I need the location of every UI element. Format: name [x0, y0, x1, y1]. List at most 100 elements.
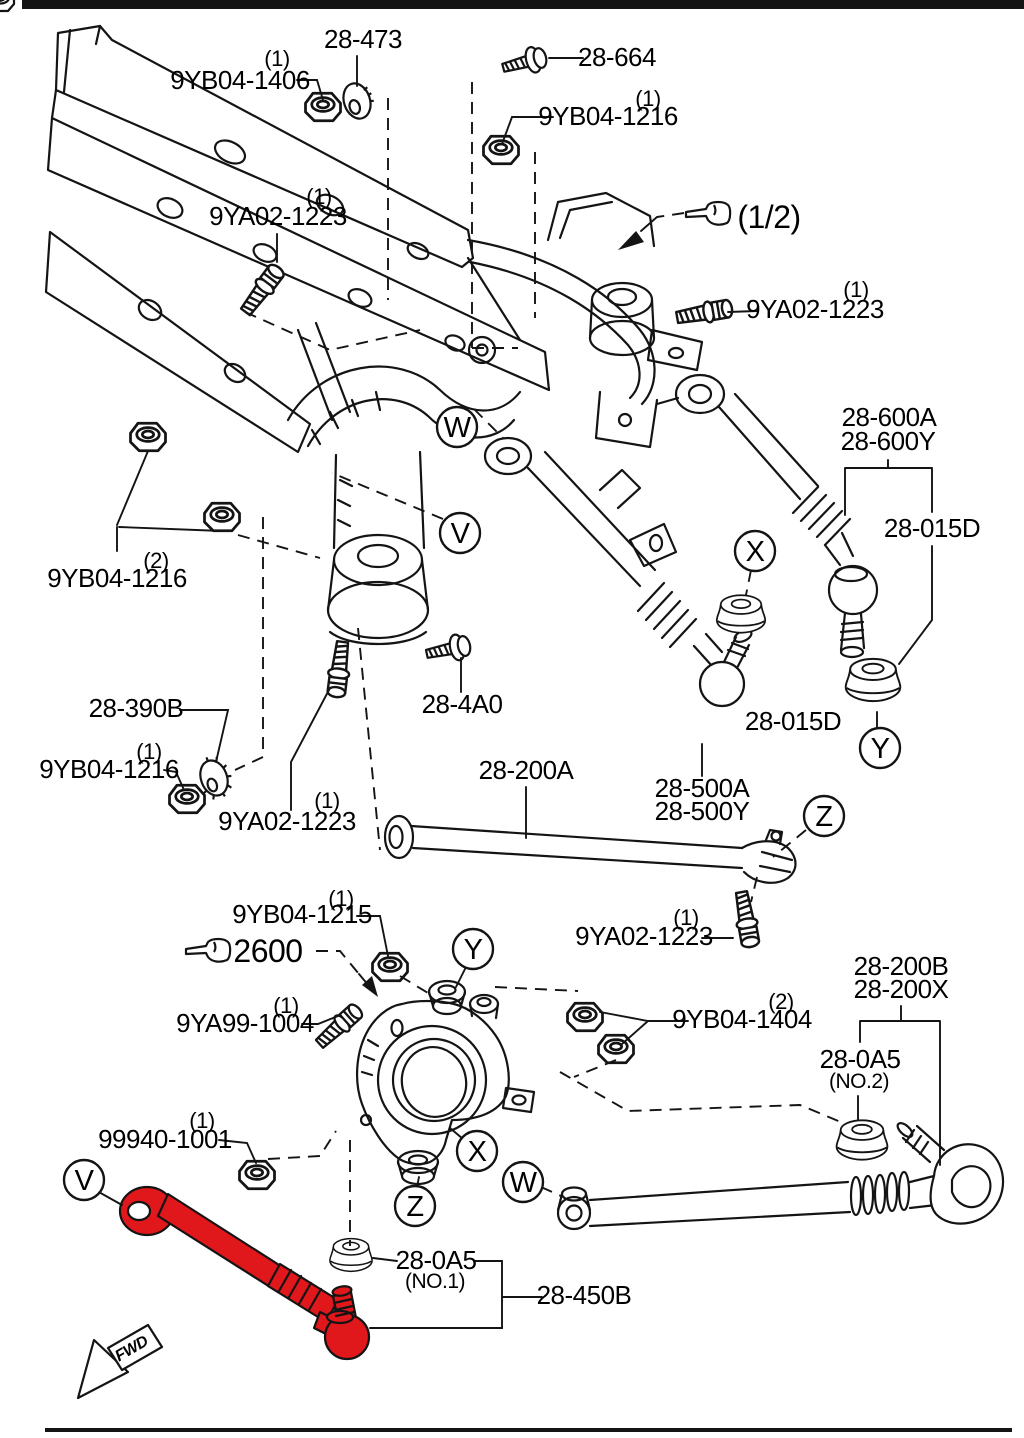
- label-28-473[interactable]: 28-473: [324, 24, 402, 54]
- callout-z-knuckle[interactable]: Z: [393, 1184, 437, 1228]
- label-9ya99-1004[interactable]: (1) 9YA99-1004: [176, 993, 314, 1038]
- svg-text:28-0A5[interactable]: 28-0A5: [820, 1044, 901, 1074]
- svg-text:9YB04-1404[interactable]: 9YB04-1404: [672, 1004, 812, 1034]
- svg-text:V: V: [75, 1165, 95, 1197]
- svg-text:28-200B[interactable]: 28-200B: [854, 951, 949, 981]
- view-reference-2600[interactable]: 2600: [184, 933, 303, 969]
- svg-text:9YB04-1216[interactable]: 9YB04-1216: [39, 754, 179, 784]
- callout-z-upper[interactable]: Z: [802, 794, 846, 838]
- label-28-0a5-no1[interactable]: 28-0A5 (NO.1): [396, 1245, 477, 1293]
- fwd-direction-arrow: FWD: [76, 1323, 164, 1400]
- svg-text:28-450B[interactable]: 28-450B: [537, 1280, 632, 1310]
- svg-text:28-473[interactable]: 28-473: [324, 24, 402, 54]
- svg-text:W: W: [444, 412, 472, 444]
- label-28-664[interactable]: 28-664: [578, 42, 656, 72]
- svg-text:28-600Y[interactable]: 28-600Y: [841, 426, 936, 456]
- label-9yb04-1216-mid[interactable]: (2) 9YB04-1216: [47, 548, 187, 593]
- bolt-9ya02-1223-left: [235, 260, 289, 320]
- svg-text:(1): (1): [189, 1108, 214, 1133]
- callout-w-lower[interactable]: W: [501, 1160, 545, 1204]
- callout-x-knuckle[interactable]: X: [455, 1129, 499, 1173]
- svg-text:(1): (1): [635, 86, 660, 111]
- svg-text:9YA99-1004[interactable]: 9YA99-1004: [176, 1008, 314, 1038]
- part-labels: 28-473 (1) 9YB04-1406 28-664 (1) 9YB04-1…: [39, 24, 980, 1310]
- svg-text:(1): (1): [273, 993, 298, 1018]
- svg-text:(1): (1): [306, 184, 331, 209]
- nut-9yb04-1216-mid-2: [203, 501, 241, 533]
- svg-text:28-200X[interactable]: 28-200X: [854, 974, 949, 1004]
- callout-v-lower[interactable]: V: [62, 1158, 106, 1202]
- label-28-015d-left[interactable]: 28-015D: [745, 706, 842, 736]
- svg-text:99940-1001[interactable]: 99940-1001: [98, 1124, 232, 1154]
- rear-subframe-drawing: [44, 24, 704, 646]
- svg-text:(1): (1): [314, 788, 339, 813]
- svg-text:28-500Y[interactable]: 28-500Y: [655, 796, 750, 826]
- callout-y-knuckle[interactable]: Y: [451, 927, 495, 971]
- pointing-hand-icon: [684, 200, 732, 226]
- page-bottom-border: [45, 1428, 1012, 1432]
- ref-arrowhead-2: [362, 976, 378, 997]
- svg-text:28-0A5[interactable]: 28-0A5: [396, 1245, 477, 1275]
- bolt-9ya99-1004: [311, 999, 367, 1053]
- label-9yb04-1406[interactable]: (1) 9YB04-1406: [170, 46, 310, 95]
- label-28-4a0[interactable]: 28-4A0: [422, 689, 503, 719]
- label-28-200a[interactable]: 28-200A: [479, 755, 575, 785]
- callout-circles: W V X Y Z Y X Z W V: [62, 405, 902, 1228]
- label-9yb04-1216-low[interactable]: (1) 9YB04-1216: [39, 739, 179, 784]
- label-9ya02-1223-mid[interactable]: (1) 9YA02-1223: [218, 788, 356, 836]
- svg-text:2600[interactable]: 2600: [233, 933, 303, 969]
- svg-text:28-500A[interactable]: 28-500A: [655, 773, 751, 803]
- label-28-015d-right[interactable]: 28-015D: [884, 513, 981, 543]
- svg-text:Y: Y: [871, 733, 890, 765]
- highlighted-lateral-link-28-450b[interactable]: [118, 1185, 371, 1361]
- svg-text:(2): (2): [143, 548, 168, 573]
- svg-text:(1): (1): [673, 905, 698, 930]
- svg-text:9YA02-1223[interactable]: 9YA02-1223: [218, 806, 356, 836]
- svg-text:W: W: [510, 1167, 538, 1199]
- svg-text:X: X: [468, 1136, 487, 1168]
- svg-text:28-4A0[interactable]: 28-4A0: [422, 689, 503, 719]
- label-9ya02-1223-right[interactable]: (1) 9YA02-1223: [746, 277, 884, 324]
- callout-x-upper[interactable]: X: [733, 529, 777, 573]
- label-28-600[interactable]: 28-600A 28-600Y: [841, 402, 938, 456]
- callout-v-upper[interactable]: V: [438, 511, 482, 555]
- label-9ya02-1223-low[interactable]: (1) 9YA02-1223: [575, 905, 713, 951]
- assembly-dashed-lines: [234, 82, 844, 1246]
- view-reference-1-2[interactable]: (1/2): [684, 199, 801, 235]
- label-28-390b[interactable]: 28-390B: [89, 693, 184, 723]
- nut-9yb04-1216-low: [168, 783, 206, 815]
- label-28-0a5-no2[interactable]: 28-0A5 (NO.2): [820, 1044, 901, 1093]
- svg-text:9YB04-1406[interactable]: 9YB04-1406: [170, 65, 310, 95]
- svg-text:X: X: [746, 536, 765, 568]
- label-9ya02-1223-left[interactable]: (1) 9YA02-1223: [209, 184, 347, 231]
- label-28-500[interactable]: 28-500A 28-500Y: [655, 773, 751, 826]
- svg-text:(1): (1): [328, 886, 353, 911]
- svg-text:9YB04-1215[interactable]: 9YB04-1215: [232, 899, 372, 929]
- label-28-450b[interactable]: 28-450B: [537, 1280, 632, 1310]
- svg-text:9YA02-1223[interactable]: 9YA02-1223: [746, 294, 884, 324]
- callout-w-upper[interactable]: W: [435, 405, 479, 449]
- svg-text:(NO.1): (NO.1): [405, 1270, 465, 1293]
- svg-text:28-390B[interactable]: 28-390B: [89, 693, 184, 723]
- svg-text:9YA02-1223[interactable]: 9YA02-1223: [209, 201, 347, 231]
- label-9yb04-1216-top[interactable]: (1) 9YB04-1216: [538, 86, 678, 131]
- label-99940-1001[interactable]: (1) 99940-1001: [98, 1108, 232, 1154]
- svg-text:28-200A[interactable]: 28-200A: [479, 755, 575, 785]
- svg-text:9YB04-1216[interactable]: 9YB04-1216: [538, 101, 678, 131]
- callout-y-upper[interactable]: Y: [858, 726, 902, 770]
- label-9yb04-1404[interactable]: (2) 9YB04-1404: [672, 989, 812, 1034]
- label-9yb04-1215[interactable]: (1) 9YB04-1215: [232, 886, 372, 929]
- pointing-hand-icon: [184, 937, 232, 963]
- trailing-link-28-500: [483, 436, 753, 708]
- lower-lateral-link-28-200b: [556, 1122, 1005, 1231]
- upper-lateral-link-28-600: [674, 373, 879, 659]
- label-28-200b[interactable]: 28-200B 28-200X: [854, 951, 949, 1004]
- svg-text:9YB04-1216[interactable]: 9YB04-1216: [47, 563, 187, 593]
- svg-text:28-600A[interactable]: 28-600A: [842, 402, 938, 432]
- svg-text:28-015D[interactable]: 28-015D: [884, 513, 981, 543]
- svg-text:28-015D[interactable]: 28-015D: [745, 706, 842, 736]
- svg-text:9YA02-1223[interactable]: 9YA02-1223: [575, 921, 713, 951]
- bushing-28-0a5-no2: [835, 1119, 889, 1161]
- svg-text:(1/2)[interactable]: (1/2): [737, 199, 801, 235]
- svg-text:28-664[interactable]: 28-664: [578, 42, 656, 72]
